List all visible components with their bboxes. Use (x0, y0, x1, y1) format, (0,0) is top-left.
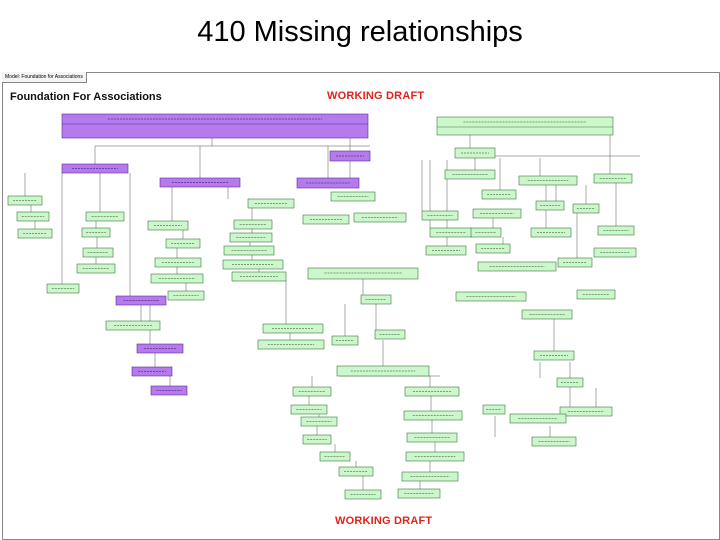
class-box-purple (61, 163, 129, 174)
class-box-green (292, 386, 332, 397)
class-box-green (331, 335, 359, 346)
class-box-green (597, 225, 635, 236)
class-box-green (531, 436, 577, 447)
connector-lines (24, 135, 640, 490)
class-box-green (472, 208, 522, 219)
class-box-green (165, 238, 201, 249)
class-box-green (330, 191, 376, 202)
class-box-green (290, 404, 328, 415)
class-box-green (477, 261, 557, 272)
class-box-green (455, 291, 527, 302)
class-box-green (559, 406, 613, 417)
class-box-green (403, 410, 463, 421)
class-box-green (425, 245, 467, 256)
class-box-purple (150, 385, 188, 396)
class-box-green (572, 203, 600, 214)
draft-label-bottom: WORKING DRAFT (335, 515, 433, 527)
class-box-green (482, 404, 506, 415)
class-box-green (401, 471, 459, 482)
class-box-green (593, 173, 633, 184)
class-box-green (344, 489, 382, 500)
class-box-green (397, 488, 441, 499)
class-box-purple (296, 177, 360, 189)
slide-title: 410 Missing relationships (197, 16, 523, 48)
class-box-green (105, 320, 161, 331)
class-box-green (436, 116, 614, 136)
diagram-document (2, 72, 720, 540)
class-box-green (307, 267, 419, 280)
class-box-green (576, 289, 616, 300)
class-box-green (16, 211, 50, 222)
class-box-green (81, 227, 111, 238)
class-box-green (257, 339, 325, 350)
class-box-green (374, 329, 406, 340)
class-box-green (509, 413, 567, 424)
class-box-purple (136, 343, 184, 354)
class-box-green (405, 451, 465, 462)
class-box-green (444, 169, 496, 180)
class-box-green (521, 309, 573, 320)
class-box-green (85, 211, 125, 222)
class-box-green (319, 451, 351, 462)
class-box-green (429, 227, 473, 238)
class-box-green (454, 147, 496, 159)
class-box-green (147, 220, 189, 231)
class-box-green (154, 257, 202, 268)
class-box-green (593, 247, 637, 258)
class-box-green (46, 283, 80, 294)
class-box-green (470, 227, 502, 238)
class-box-purple (159, 177, 241, 188)
draft-label-top: WORKING DRAFT (327, 90, 425, 102)
class-box-green (535, 200, 565, 211)
class-box-green (530, 227, 572, 238)
class-box-green (353, 212, 407, 223)
class-box-green (336, 365, 430, 377)
class-box-green (222, 259, 284, 270)
class-box-green (262, 323, 324, 334)
class-boxes (7, 113, 637, 500)
class-box-green (481, 189, 517, 200)
class-box-green (229, 232, 273, 243)
class-box-green (338, 466, 374, 477)
class-box-green (360, 294, 392, 305)
class-box-green (233, 219, 273, 230)
class-box-green (150, 273, 204, 284)
document-heading: Foundation For Associations (10, 91, 162, 103)
class-box-green (223, 245, 275, 256)
class-box-green (533, 350, 575, 361)
class-box-green (231, 271, 287, 282)
class-box-purple (61, 113, 369, 139)
class-box-green (475, 243, 511, 254)
class-box-green (167, 290, 205, 301)
class-box-purple (115, 295, 167, 306)
class-box-green (7, 195, 43, 206)
class-box-green (404, 386, 460, 397)
class-box-green (302, 214, 350, 225)
class-box-green (247, 198, 295, 209)
class-box-green (17, 228, 53, 239)
class-box-green (82, 247, 114, 258)
class-box-green (556, 377, 584, 388)
class-box-green (557, 257, 593, 268)
class-box-green (421, 210, 459, 221)
class-box-purple (131, 366, 173, 377)
document-tab[interactable]: Model: Foundation for Associations (2, 72, 87, 83)
class-box-green (406, 432, 458, 443)
class-box-green (300, 416, 338, 427)
class-box-green (302, 434, 332, 445)
class-box-green (518, 175, 578, 186)
class-box-purple (329, 150, 371, 162)
class-box-green (76, 263, 116, 274)
